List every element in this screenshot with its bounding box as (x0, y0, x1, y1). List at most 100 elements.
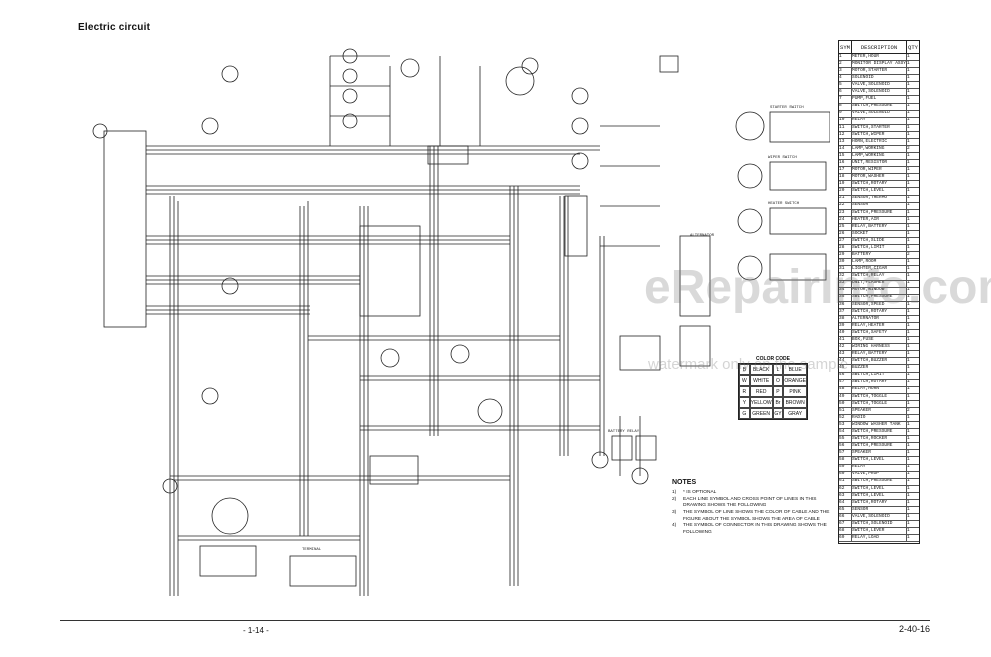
row-description: VALVE,PROP (852, 471, 907, 478)
row-sym: 37 (839, 308, 852, 315)
row-qty: 2 (907, 146, 910, 151)
row-description: SOLENOID (852, 75, 907, 82)
footer-divider (60, 620, 930, 621)
watermark-subtext: watermark only on the sample (648, 356, 849, 373)
color-code-cell: O (772, 375, 784, 386)
color-code-cell: PINK (783, 386, 807, 397)
row-description: WINDOW WASHER TANK (852, 422, 907, 429)
row-qty: 1 (907, 301, 910, 307)
page-number: - 1-14 - (243, 626, 269, 635)
row-qty: 1 (907, 195, 910, 201)
row-sym: 68 (839, 528, 852, 535)
row-sym: 7 (839, 96, 852, 103)
row-description: SENSOR,SPEED (852, 301, 907, 308)
row-qty: 1 (907, 485, 910, 491)
note-number: 3) (672, 509, 677, 515)
note-item: 1)* IS OPTIONAL (672, 490, 837, 497)
color-code-cell: BLACK (749, 364, 773, 375)
row-sym: 52 (839, 414, 852, 422)
row-sym: 24 (839, 216, 852, 223)
row-sym: 20 (839, 188, 852, 195)
row-description: ALTERNATOR (852, 315, 907, 322)
row-sym: 69 (839, 535, 852, 542)
row-qty: 1 (907, 337, 910, 342)
color-code-cell: YELLOW (749, 397, 773, 408)
row-description: SENSOR (852, 202, 907, 209)
row-qty: 1 (907, 89, 910, 95)
row-qty: 1 (907, 294, 910, 300)
notes-title: NOTES (672, 479, 697, 486)
row-description: SWITCH,SAFETY (852, 330, 907, 337)
row-qty: 1 (907, 308, 910, 314)
row-qty: 1 (907, 131, 910, 137)
row-description: SPEAKER (852, 407, 907, 414)
row-description: SWITCH,LEVER (852, 528, 907, 535)
central-connector (427, 145, 469, 165)
row-description: SWITCH,PRESSURE (852, 429, 907, 436)
monitor-controller-box (103, 130, 147, 328)
row-sym: 14 (839, 146, 852, 153)
row-qty: 1 (907, 266, 910, 272)
row-sym: 31 (839, 266, 852, 273)
row-sym: 26 (839, 230, 852, 238)
row-qty: 1 (907, 103, 910, 109)
row-description: SWITCH,LIMIT (852, 245, 907, 252)
row-sym: 6 (839, 89, 852, 96)
color-code-cell: RED (749, 386, 773, 397)
starter-switch-dial (735, 111, 765, 141)
wiring-diagram-svg: ALTERNATOR STARTER SWITCH WIPER SWITCH H… (92, 48, 830, 596)
row-description: SWITCH,RELAY (852, 273, 907, 280)
row-description: RELAY,BATTERY (852, 351, 907, 358)
row-qty: 1 (907, 514, 910, 519)
terminal-label: TERMINAL (302, 548, 322, 552)
row-sym: 62 (839, 485, 852, 492)
row-description: SWITCH,ROTARY (852, 379, 907, 386)
note-number: 1) (672, 489, 677, 495)
row-sym: 48 (839, 386, 852, 393)
color-code-cell: ORANGE (783, 375, 807, 386)
row-description: SWITCH,STARTER (852, 124, 907, 131)
row-description: SWITCH,LEVEL (852, 457, 907, 464)
wiring-diagram: ALTERNATOR STARTER SWITCH WIPER SWITCH H… (60, 36, 830, 616)
row-description: RELAY,LOAD (852, 535, 907, 542)
row-description: SWITCH,PRESSURE (852, 294, 907, 301)
row-sym: 38 (839, 315, 852, 322)
row-qty: 1 (907, 167, 910, 173)
color-code-title: COLOR CODE (756, 356, 790, 362)
row-description: SWITCH,SOLENOID (852, 521, 907, 528)
note-text: THE SYMBOL OF LINE SHOWS THE COLOR OF CA… (683, 509, 830, 522)
note-number: 2) (672, 496, 677, 502)
row-description: UNIT,FLASHER (852, 280, 907, 287)
row-qty: 1 (907, 245, 910, 250)
row-description: SWITCH,ROTARY (852, 181, 907, 188)
color-code-cell: R (739, 386, 750, 397)
